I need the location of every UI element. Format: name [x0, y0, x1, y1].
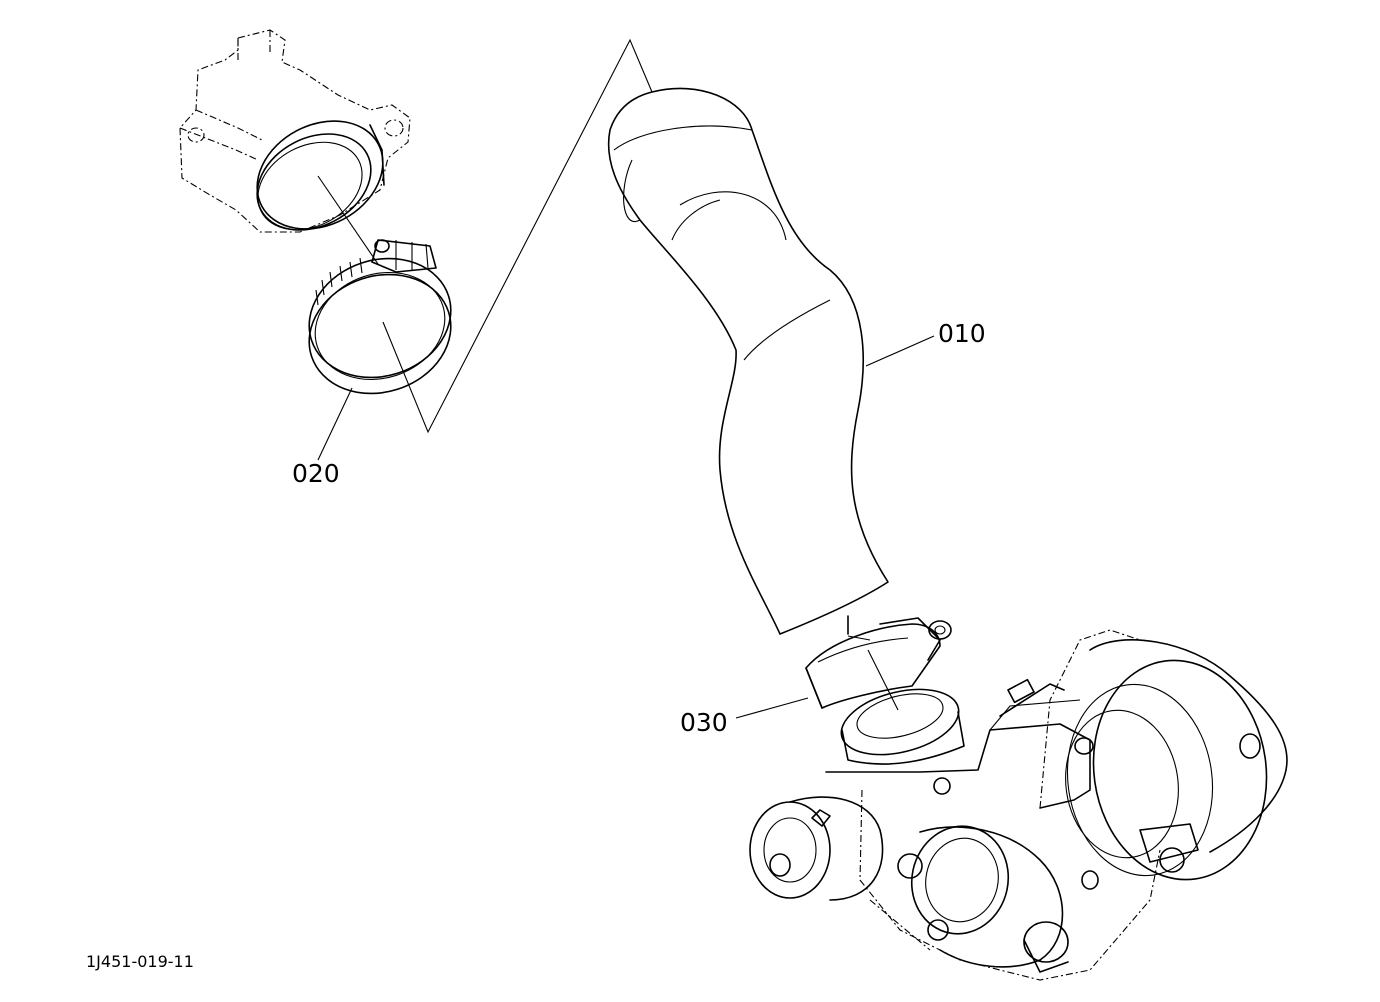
part-label-020: 020 — [292, 459, 340, 488]
air-hose-010 — [607, 87, 889, 635]
outlet-mouth — [256, 120, 385, 231]
band-clamp-030 — [805, 615, 952, 709]
part-label-010: 010 — [938, 319, 986, 348]
intake-flange-phantom — [179, 29, 411, 233]
part-label-030: 030 — [680, 708, 728, 737]
drawing-code: 1J451-019-11 — [86, 952, 194, 971]
leader-lines — [317, 38, 935, 719]
turbocharger-assembly — [749, 629, 1288, 981]
hose-clamp-020 — [308, 239, 452, 395]
